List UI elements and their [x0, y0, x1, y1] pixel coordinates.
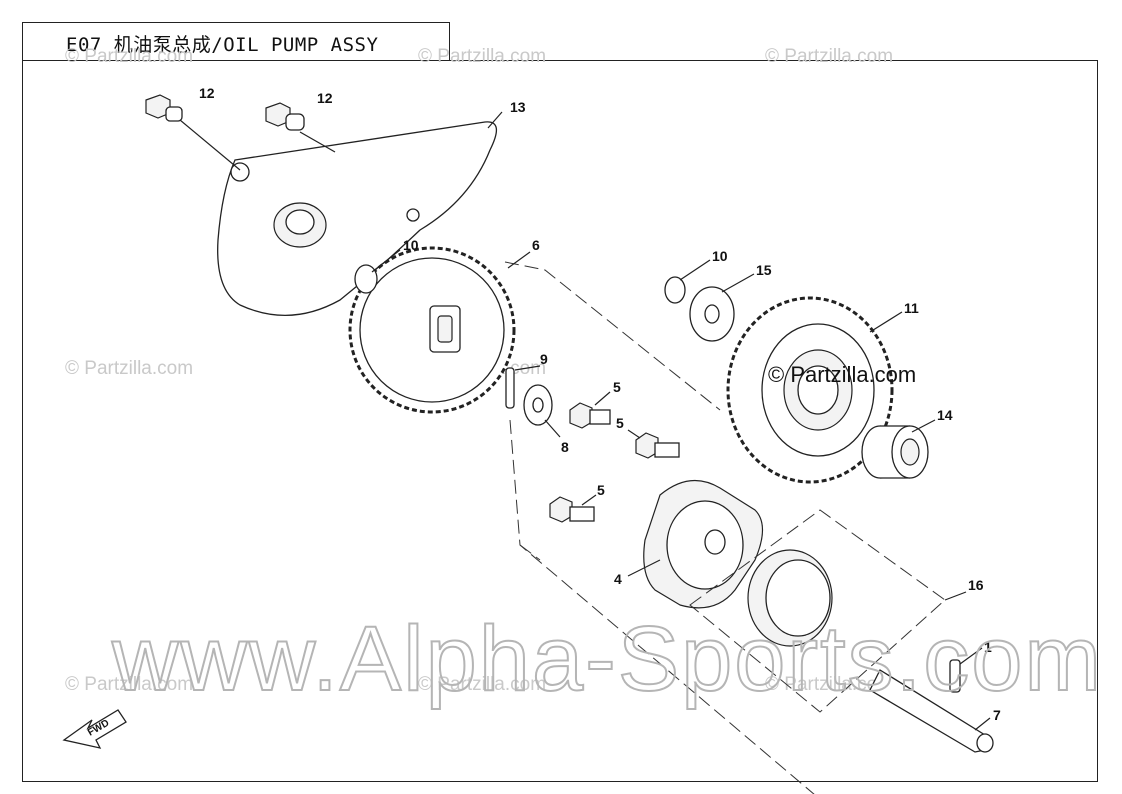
callout-label: 5 [613, 379, 621, 395]
watermark-text: © Partzilla.com [418, 674, 546, 695]
outer-rotor [747, 549, 833, 647]
needle-bearing-14 [861, 425, 929, 479]
callout-label: 15 [756, 262, 772, 278]
callout-label: 10 [712, 248, 728, 264]
callout-label: 6 [532, 237, 540, 253]
watermark-text: © Partzilla.com [765, 46, 893, 67]
watermark-text: © Partzilla.com [768, 362, 916, 387]
alpha-sports-watermark: www.Alpha-Sports.com [111, 608, 1103, 710]
callout-label: 9 [540, 351, 548, 367]
circlip-10a [354, 264, 378, 294]
diagram-title: E07 机油泵总成/OIL PUMP ASSY [66, 34, 379, 56]
pump-shaft-7 [869, 669, 994, 753]
circlip-10b [664, 276, 686, 304]
fwd-arrow-icon: FWD [62, 709, 127, 749]
callout-label: 10 [403, 237, 419, 253]
leader-lines [371, 111, 991, 731]
callout-label: 11 [904, 300, 919, 316]
watermark-text: © Partzilla.com [418, 46, 546, 67]
bolt-5a [569, 402, 611, 429]
pump-housing-4 [643, 479, 764, 609]
driven-gear-6 [348, 246, 516, 414]
watermark-text: © Partzilla.com [65, 46, 193, 67]
washer-8 [523, 384, 553, 426]
inner-rotor-assembly-outline [689, 509, 946, 713]
dowel-pin-9 [505, 367, 515, 409]
flange-bolt-12a [145, 94, 241, 171]
thrust-washer-15 [689, 286, 735, 342]
callout-label: 12 [317, 90, 333, 106]
callout-label: 4 [614, 571, 622, 587]
callout-label: 16 [968, 577, 984, 593]
explosion-lines [504, 261, 815, 794]
watermark-text: © Partzilla.com [765, 674, 893, 695]
flange-bolt-12b [265, 102, 336, 153]
callout-label: 12 [199, 85, 215, 101]
pin-1 [949, 659, 961, 693]
title-box [22, 22, 450, 61]
cover-plate [217, 121, 497, 317]
callout-label: 5 [597, 482, 605, 498]
bolt-5b [635, 432, 680, 459]
oil-pump-gear-11 [726, 296, 894, 484]
callout-labels: 12 12 13 10 6 10 15 11 9 5 5 8 14 5 4 16… [199, 85, 1001, 723]
callout-label: 1 [984, 639, 992, 655]
callout-label: 13 [510, 99, 526, 115]
watermark-text: © Partzilla.com [65, 358, 193, 379]
watermark-text: © Partzilla.com [65, 674, 193, 695]
diagram-frame [22, 60, 1098, 782]
bolt-5c [549, 496, 595, 523]
callout-label: 7 [993, 707, 1001, 723]
callout-label: 5 [616, 415, 624, 431]
callout-label: 14 [937, 407, 953, 423]
callout-label: 8 [561, 439, 569, 455]
